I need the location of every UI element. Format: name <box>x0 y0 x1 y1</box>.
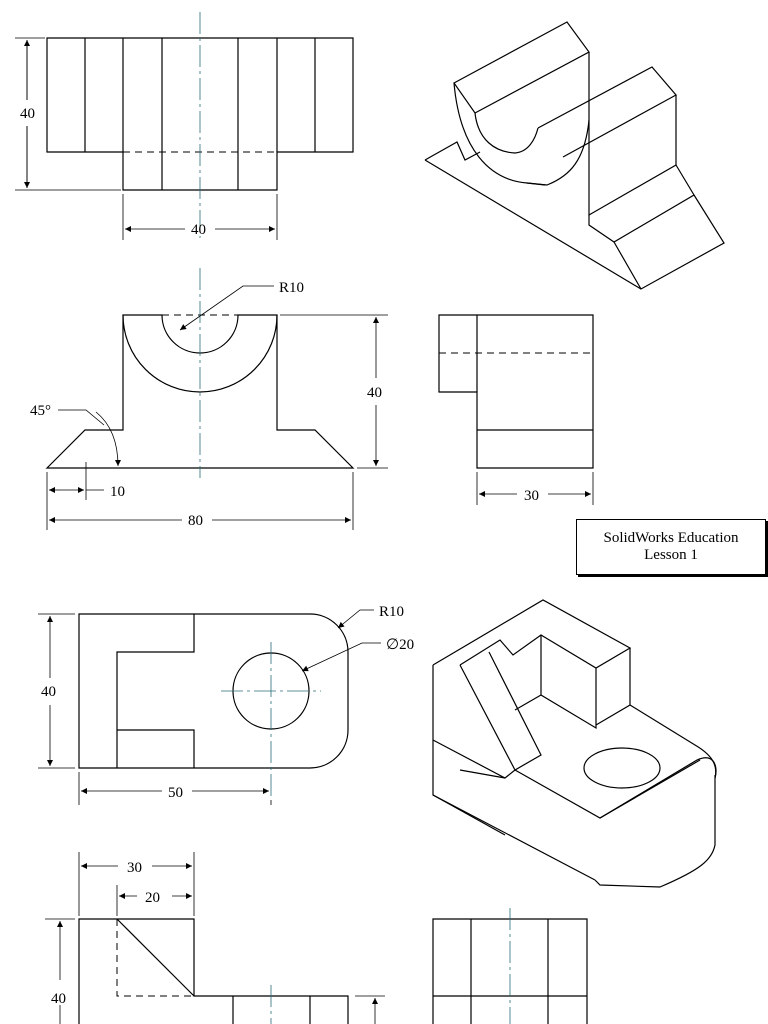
part2-top-width-dim: 50 <box>168 785 183 801</box>
part1-side-width-dim: 30 <box>524 488 539 504</box>
part1-side-view: 30 <box>438 314 594 505</box>
part1-top-width-dim: 40 <box>191 222 206 238</box>
part2-hole-label: ∅20 <box>386 637 414 653</box>
part1-isometric-view <box>424 21 725 290</box>
part1-front-width-dim: 80 <box>188 513 203 529</box>
part2-front-dim-30: 30 <box>127 860 142 876</box>
part1-top-height-dim: 40 <box>20 106 35 122</box>
part2-front-view: 30 20 40 <box>45 852 385 1024</box>
part2-side-view <box>432 908 588 1024</box>
part1-top-view: 40 40 <box>15 12 354 240</box>
part2-isometric-view <box>432 599 717 888</box>
part2-front-height-dim: 40 <box>51 991 66 1007</box>
part2-top-height-dim: 40 <box>41 684 56 700</box>
title-block: SolidWorks Education Lesson 1 <box>576 519 766 575</box>
part1-offset-dim: 10 <box>110 484 125 500</box>
part2-radius-label: R10 <box>379 604 404 620</box>
part1-front-view: R10 45° 10 80 40 <box>30 268 388 530</box>
part1-angle-label: 45° <box>30 403 51 419</box>
title-block-line2: Lesson 1 <box>644 547 698 563</box>
title-block-line1: SolidWorks Education <box>603 530 739 546</box>
part2-top-view: R10 ∅20 40 50 <box>38 604 414 805</box>
part1-front-height-dim: 40 <box>367 385 382 401</box>
part2-front-dim-20: 20 <box>145 890 160 906</box>
part1-radius-label: R10 <box>279 280 304 296</box>
